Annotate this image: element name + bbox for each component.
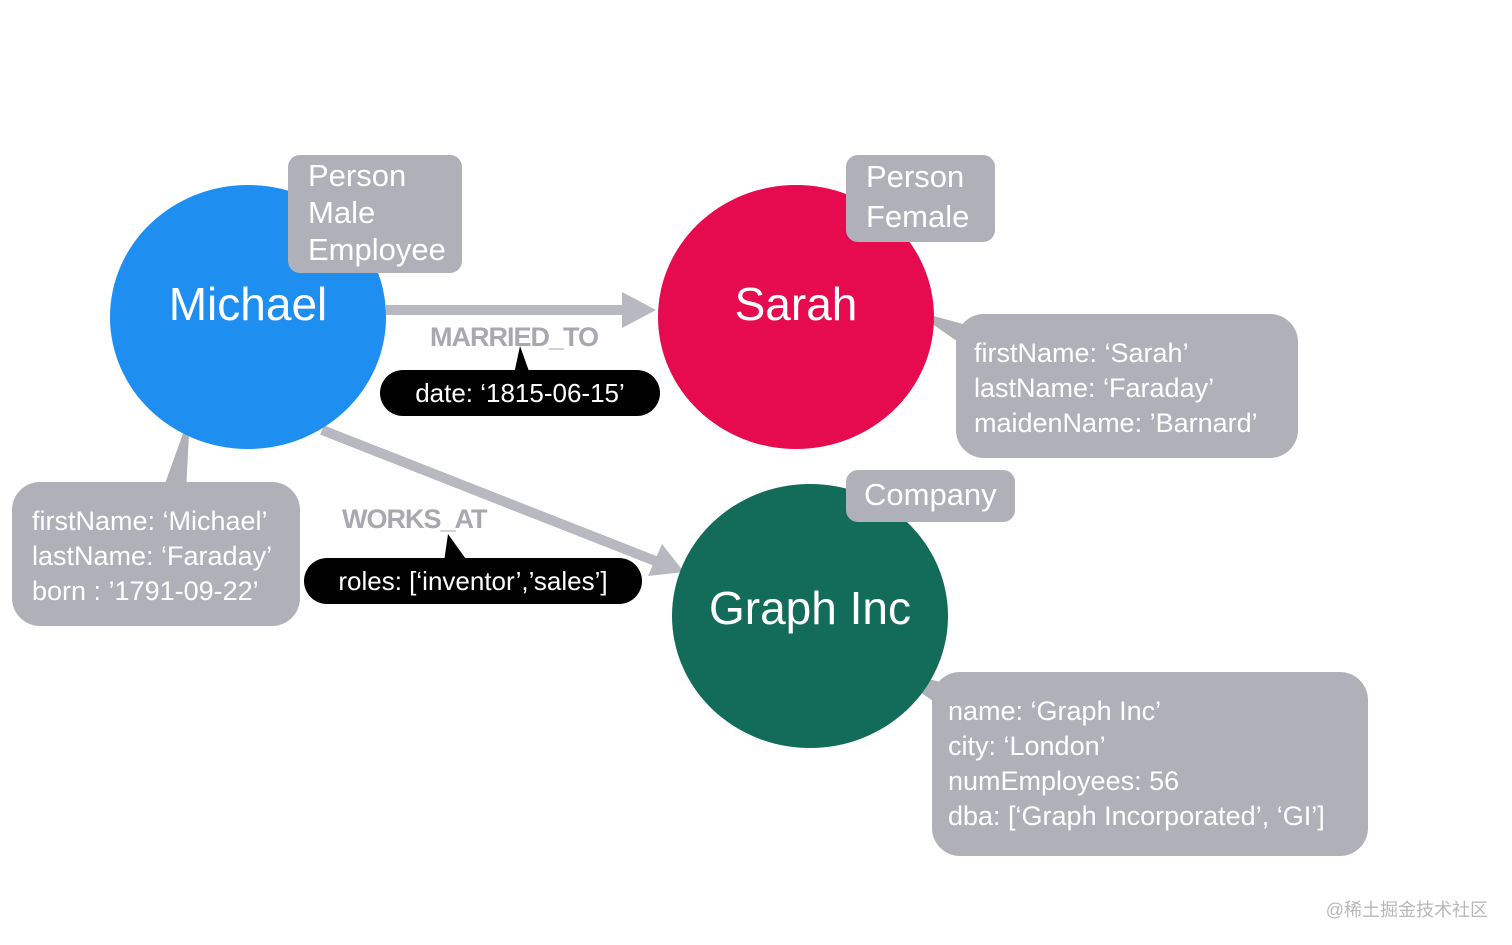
graph-inc-label-company: Company (864, 477, 997, 512)
graph-inc-prop-numemployees: numEmployees: 56 (948, 766, 1180, 796)
sarah-label-person: Person (866, 159, 965, 194)
works-at-type: WORKS_AT (342, 504, 487, 534)
graph-inc-properties: name: ‘Graph Inc’ city: ‘London’ numEmpl… (932, 672, 1368, 856)
michael-prop-lastname: lastName: ‘Faraday’ (32, 541, 273, 571)
sarah-prop-maidenname: maidenName: ’Barnard’ (974, 408, 1258, 438)
married-to-property: date: ‘1815-06-15’ (380, 370, 660, 416)
graph-inc-node[interactable]: Graph Inc (672, 484, 948, 748)
works-at-pointer (444, 534, 468, 562)
graph-inc-prop-dba: dba: [‘Graph Incorporated’, ‘GI’] (948, 801, 1325, 831)
sarah-properties: firstName: ‘Sarah’ lastName: ‘Faraday’ m… (956, 314, 1298, 458)
michael-label-employee: Employee (308, 232, 446, 267)
sarah-prop-firstname: firstName: ‘Sarah’ (974, 338, 1189, 368)
graph-inc-prop-city: city: ‘London’ (948, 731, 1106, 761)
works-at-arrow (320, 425, 684, 576)
sarah-name: Sarah (734, 278, 858, 330)
michael-label-person: Person (308, 158, 407, 193)
michael-name: Michael (168, 278, 328, 330)
michael-prop-born: born : ’1791-09-22’ (32, 576, 259, 606)
graph-inc-prop-name: name: ‘Graph Inc’ (948, 696, 1162, 726)
married-to-arrow (386, 292, 656, 328)
graph-inc-labels: Company (846, 470, 1015, 522)
michael-properties: firstName: ‘Michael’ lastName: ‘Faraday’… (12, 482, 300, 626)
michael-prop-firstname: firstName: ‘Michael’ (32, 506, 268, 536)
married-to-pointer (514, 346, 530, 374)
works-at-property: roles: [‘inventor’,’sales’] (304, 558, 642, 604)
sarah-prop-lastname: lastName: ‘Faraday’ (974, 373, 1215, 403)
sarah-label-female: Female (866, 199, 970, 234)
graph-inc-name: Graph Inc (709, 582, 911, 634)
watermark: @稀土掘金技术社区 (1325, 900, 1488, 920)
michael-label-male: Male (308, 195, 376, 230)
michael-labels: Person Male Employee (288, 155, 462, 273)
married-to-type: MARRIED_TO (430, 322, 599, 352)
sarah-labels: Person Female (846, 155, 995, 242)
